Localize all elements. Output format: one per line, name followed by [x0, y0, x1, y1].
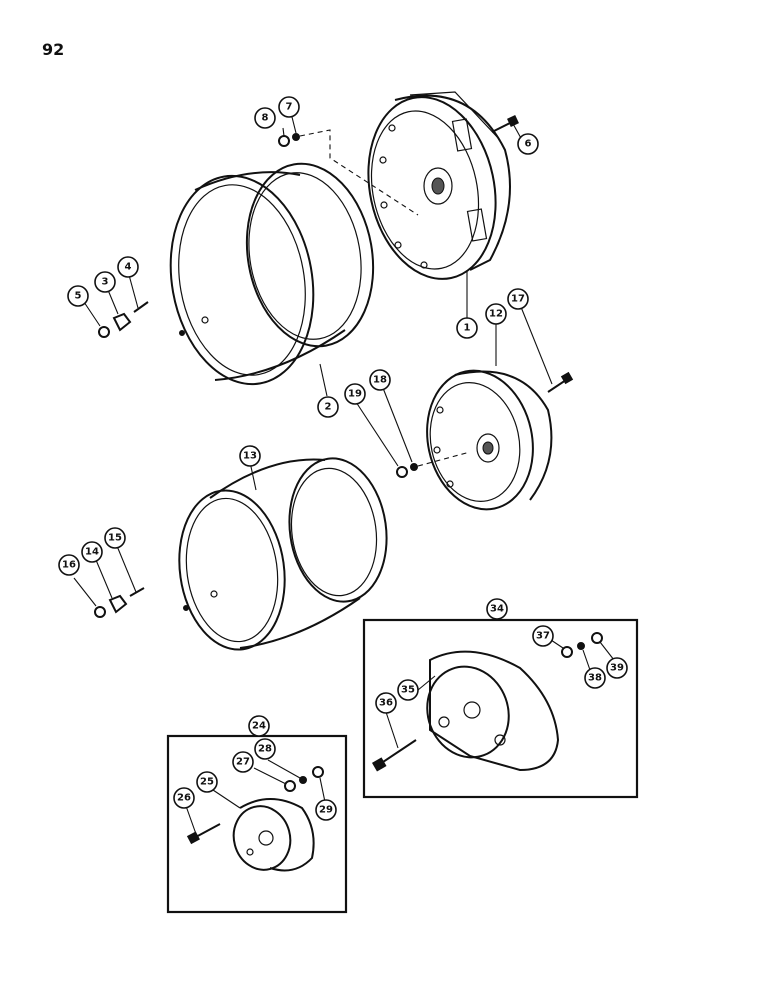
- svg-text:25: 25: [200, 777, 214, 788]
- svg-text:6: 6: [525, 139, 532, 150]
- svg-text:12: 12: [489, 309, 503, 320]
- rim-large: [169, 162, 375, 386]
- svg-text:27: 27: [236, 757, 250, 768]
- bolt-6: [491, 115, 519, 133]
- nut-washer-18-19: [396, 451, 471, 478]
- svg-text:35: 35: [401, 685, 415, 696]
- svg-text:14: 14: [85, 547, 99, 558]
- callout-17: 17: [507, 288, 529, 310]
- svg-text:26: 26: [177, 793, 191, 804]
- callout-12: 12: [485, 303, 507, 325]
- callout-26: 26: [173, 787, 195, 809]
- svg-text:13: 13: [243, 451, 257, 462]
- svg-text:29: 29: [319, 805, 333, 816]
- callout-15: 15: [104, 527, 126, 549]
- svg-text:15: 15: [108, 533, 122, 544]
- callout-4: 4: [117, 256, 139, 278]
- svg-text:19: 19: [348, 389, 362, 400]
- svg-text:38: 38: [588, 673, 602, 684]
- callout-7: 7: [278, 96, 300, 118]
- callout-36: 36: [375, 692, 397, 714]
- callout-29: 29: [315, 799, 337, 821]
- svg-text:28: 28: [258, 744, 272, 755]
- clamp-set-14-15-16: [94, 587, 145, 618]
- clamp-set-3-4-5: [98, 301, 149, 338]
- svg-text:8: 8: [262, 113, 269, 124]
- weight-kit-box-34: [362, 618, 639, 799]
- weight-kit-box-24: [166, 734, 348, 914]
- callout-3: 3: [94, 271, 116, 293]
- callout-34: 34: [486, 598, 508, 620]
- svg-text:2: 2: [325, 402, 332, 413]
- callout-2: 2: [317, 396, 339, 418]
- callout-18: 18: [369, 369, 391, 391]
- svg-text:3: 3: [102, 277, 109, 288]
- leader-lines: [73, 116, 615, 835]
- callout-16: 16: [58, 554, 80, 576]
- svg-text:17: 17: [511, 294, 525, 305]
- wheel-center-large: [367, 91, 511, 280]
- rim-small: [178, 457, 388, 651]
- callout-35: 35: [397, 679, 419, 701]
- page-number: 92: [42, 40, 65, 59]
- svg-text:4: 4: [125, 262, 132, 273]
- callout-19: 19: [344, 383, 366, 405]
- svg-text:1: 1: [464, 323, 471, 334]
- svg-text:5: 5: [75, 291, 82, 302]
- svg-text:36: 36: [379, 698, 393, 709]
- callout-27: 27: [232, 751, 254, 773]
- svg-text:18: 18: [373, 375, 387, 386]
- callout-25: 25: [196, 771, 218, 793]
- callout-13: 13: [239, 445, 261, 467]
- bolt-17: [547, 371, 574, 393]
- callout-39: 39: [606, 657, 628, 679]
- callout-38: 38: [584, 667, 606, 689]
- svg-text:34: 34: [490, 604, 504, 615]
- callout-24: 24: [248, 715, 270, 737]
- callout-28: 28: [254, 738, 276, 760]
- callout-8: 8: [254, 107, 276, 129]
- svg-text:39: 39: [610, 663, 624, 674]
- callout-1: 1: [456, 317, 478, 339]
- callout-14: 14: [81, 541, 103, 563]
- callout-37: 37: [532, 625, 554, 647]
- svg-text:16: 16: [62, 560, 76, 571]
- wheel-center-small: [426, 369, 553, 511]
- svg-text:24: 24: [252, 721, 266, 732]
- svg-text:37: 37: [536, 631, 550, 642]
- callout-6: 6: [517, 133, 539, 155]
- callout-5: 5: [67, 285, 89, 307]
- svg-text:7: 7: [286, 102, 293, 113]
